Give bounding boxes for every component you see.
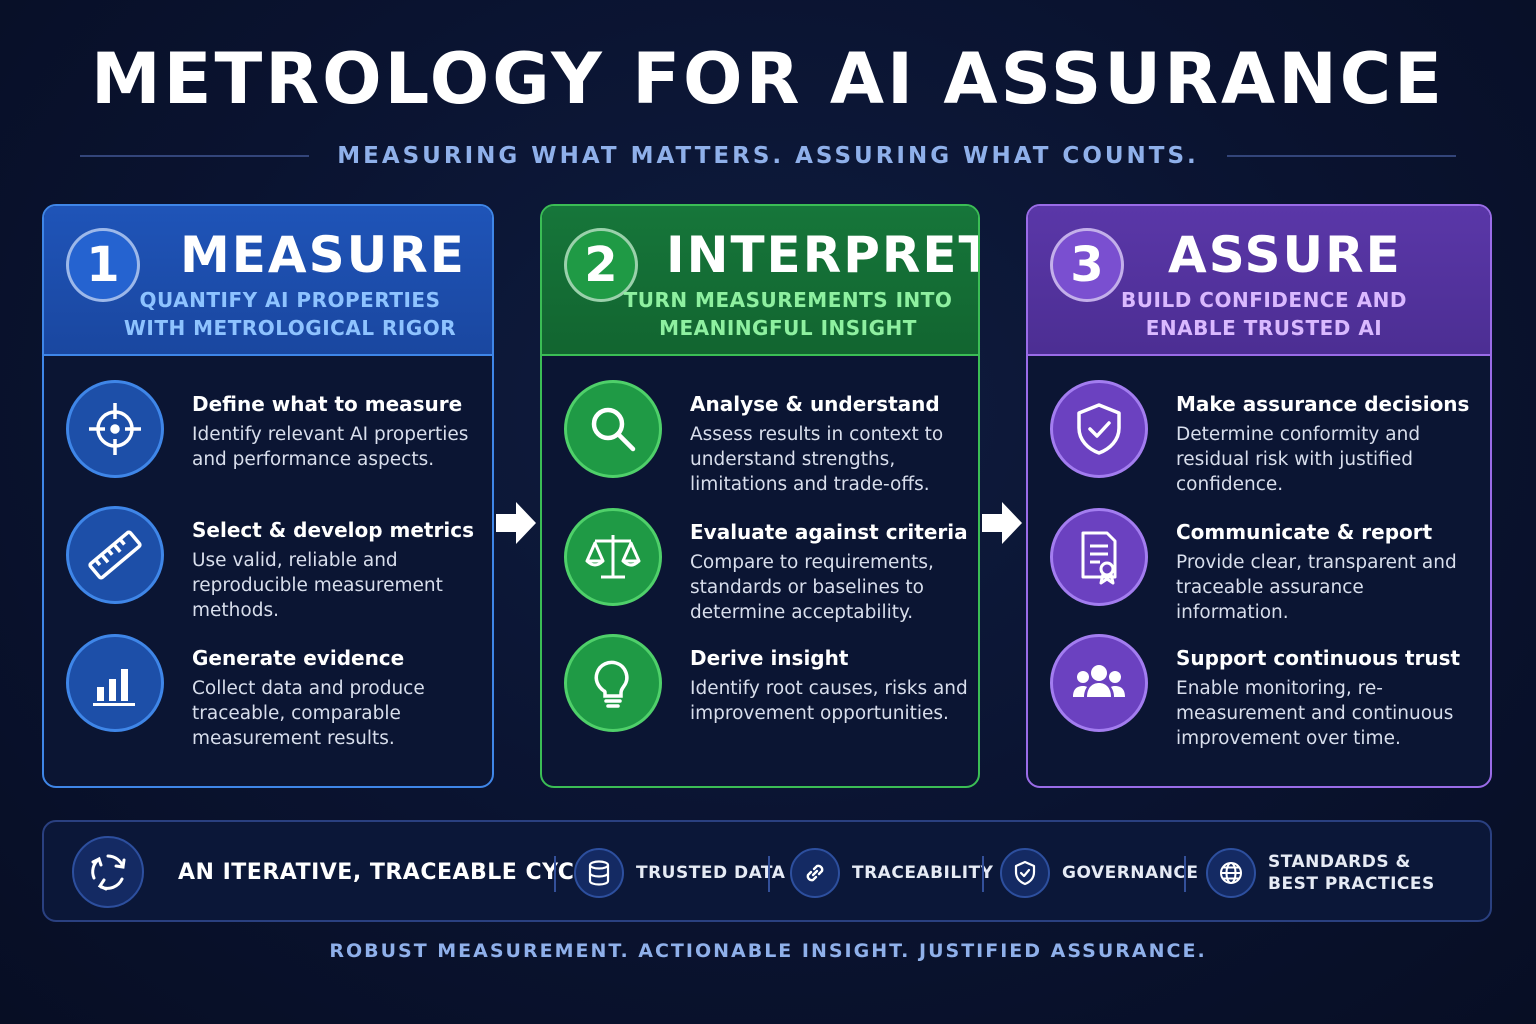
chip-label: STANDARDS & BEST PRACTICES — [1268, 851, 1435, 895]
item-title: Select & develop metrics — [192, 518, 474, 542]
divider — [1184, 856, 1186, 892]
panel-header: 3 ASSURE BUILD CONFIDENCE AND ENABLE TRU… — [1028, 206, 1490, 356]
scales-icon — [564, 508, 662, 606]
item-title: Derive insight — [690, 646, 849, 670]
panel-measure: 1 MEASURE QUANTIFY AI PROPERTIES WITH ME… — [42, 204, 494, 788]
footer-tagline: ROBUST MEASUREMENT. ACTIONABLE INSIGHT. … — [329, 940, 1207, 962]
subtitle: MEASURING WHAT MATTERS. ASSURING WHAT CO… — [337, 143, 1199, 169]
people-icon — [1050, 634, 1148, 732]
divider — [554, 856, 556, 892]
panel-assure: 3 ASSURE BUILD CONFIDENCE AND ENABLE TRU… — [1026, 204, 1492, 788]
cycle-icon — [72, 836, 144, 908]
list-item: Make assurance decisions Determine confo… — [1050, 380, 1480, 498]
list-item: Select & develop metrics Use valid, reli… — [66, 506, 482, 624]
crosshair-icon — [66, 380, 164, 478]
magnifier-icon — [564, 380, 662, 478]
chip-label-line-2: BEST PRACTICES — [1268, 874, 1435, 894]
subtitle-rule-left — [80, 155, 310, 157]
panel-tagline: BUILD CONFIDENCE AND ENABLE TRUSTED AI — [1028, 286, 1490, 342]
item-description: Identify relevant AI properties and perf… — [192, 424, 469, 470]
item-description: Assess results in context to understand … — [690, 424, 944, 495]
subtitle-row: MEASURING WHAT MATTERS. ASSURING WHAT CO… — [80, 138, 1457, 174]
item-title: Analyse & understand — [690, 392, 940, 416]
chip-label-line-1: STANDARDS & — [1268, 852, 1411, 872]
step-number: 1 — [66, 228, 140, 302]
chip-label: TRUSTED DATA — [636, 863, 786, 883]
divider — [768, 856, 770, 892]
ruler-icon — [66, 506, 164, 604]
list-item: Define what to measure Identify relevant… — [66, 380, 482, 498]
list-item: Analyse & understand Assess results in c… — [564, 380, 968, 498]
step-number: 3 — [1050, 228, 1124, 302]
arrow-right-icon — [496, 502, 536, 544]
chip-traceability: TRACEABILITY — [790, 848, 993, 898]
lightbulb-icon — [564, 634, 662, 732]
bar-chart-icon — [66, 634, 164, 732]
item-title: Generate evidence — [192, 646, 405, 670]
panel-tagline: TURN MEASUREMENTS INTO MEANINGFUL INSIGH… — [542, 286, 978, 342]
tagline-line-1: BUILD CONFIDENCE AND — [1121, 288, 1407, 312]
item-title: Define what to measure — [192, 392, 463, 416]
item-title: Make assurance decisions — [1176, 392, 1470, 416]
globe-icon — [1206, 848, 1256, 898]
panel-interpret: 2 INTERPRET TURN MEASUREMENTS INTO MEANI… — [540, 204, 980, 788]
database-icon — [574, 848, 624, 898]
item-description: Use valid, reliable and reproducible mea… — [192, 550, 443, 621]
shield-check-icon — [1050, 380, 1148, 478]
item-title: Communicate & report — [1176, 520, 1433, 544]
tagline-line-1: TURN MEASUREMENTS INTO — [623, 288, 953, 312]
panel-title: MEASURE — [180, 226, 466, 284]
panel-tagline: QUANTIFY AI PROPERTIES WITH METROLOGICAL… — [44, 286, 492, 342]
chip-standards: STANDARDS & BEST PRACTICES — [1206, 848, 1435, 898]
arrow-right-icon — [982, 502, 1022, 544]
tagline-line-2: MEANINGFUL INSIGHT — [659, 316, 917, 340]
shield-icon — [1000, 848, 1050, 898]
subtitle-rule-right — [1226, 155, 1457, 157]
list-item: Communicate & report Provide clear, tran… — [1050, 508, 1480, 626]
page-title: METROLOGY FOR AI ASSURANCE — [91, 38, 1445, 120]
item-description: Collect data and produce traceable, comp… — [192, 678, 425, 749]
list-item: Support continuous trust Enable monitori… — [1050, 634, 1480, 752]
tagline-line-1: QUANTIFY AI PROPERTIES — [139, 288, 441, 312]
item-description: Compare to requirements, standards or ba… — [690, 552, 934, 623]
item-description: Provide clear, transparent and traceable… — [1176, 552, 1457, 623]
chip-label: TRACEABILITY — [852, 863, 994, 883]
list-item: Derive insight Identify root causes, ris… — [564, 634, 968, 752]
divider — [982, 856, 984, 892]
cycle-label: AN ITERATIVE, TRACEABLE CYCLE — [178, 860, 605, 885]
panel-title: INTERPRET — [666, 226, 980, 284]
item-description: Determine conformity and residual risk w… — [1176, 424, 1421, 495]
list-item: Evaluate against criteria Compare to req… — [564, 508, 968, 626]
step-number: 2 — [564, 228, 638, 302]
tagline-line-2: WITH METROLOGICAL RIGOR — [123, 316, 457, 340]
chip-trusted-data: TRUSTED DATA — [574, 848, 785, 898]
tagline-line-2: ENABLE TRUSTED AI — [1145, 316, 1383, 340]
bottom-bar: AN ITERATIVE, TRACEABLE CYCLE TRUSTED DA… — [42, 820, 1492, 922]
panel-title: ASSURE — [1168, 226, 1402, 284]
chip-governance: GOVERNANCE — [1000, 848, 1199, 898]
item-description: Enable monitoring, re-measurement and co… — [1176, 678, 1454, 749]
panel-header: 1 MEASURE QUANTIFY AI PROPERTIES WITH ME… — [44, 206, 492, 356]
panel-header: 2 INTERPRET TURN MEASUREMENTS INTO MEANI… — [542, 206, 978, 356]
item-title: Evaluate against criteria — [690, 520, 968, 544]
item-title: Support continuous trust — [1176, 646, 1461, 670]
certificate-icon — [1050, 508, 1148, 606]
link-icon — [790, 848, 840, 898]
chip-label: GOVERNANCE — [1062, 863, 1199, 883]
item-description: Identify root causes, risks and improvem… — [690, 678, 968, 724]
list-item: Generate evidence Collect data and produ… — [66, 634, 482, 752]
